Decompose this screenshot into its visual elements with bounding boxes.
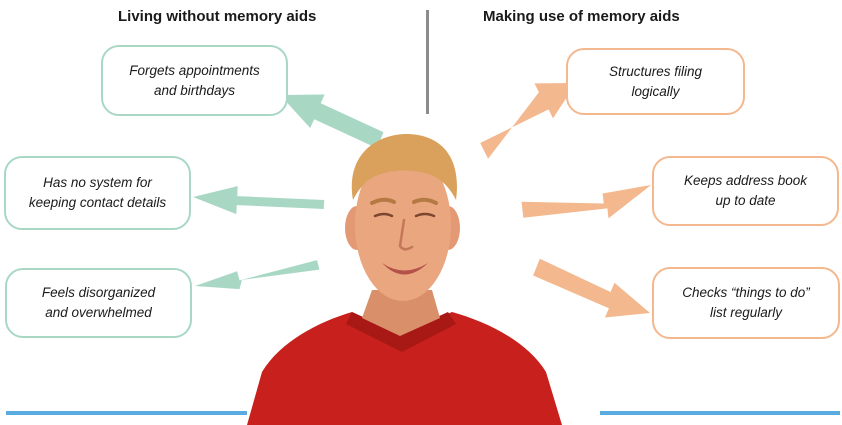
arrow-to-address: [521, 185, 651, 219]
eyes: [373, 212, 436, 218]
heading-without-memory-aids: Living without memory aids: [118, 8, 317, 25]
arrow-to-checks: [533, 258, 650, 318]
neck: [362, 290, 440, 336]
arrow-to-no-system: [193, 186, 325, 215]
smile: [382, 263, 428, 275]
center-divider: [426, 10, 429, 114]
bottom-rule-left: [6, 411, 247, 415]
bubble-structures-filing: Structures filing logically: [566, 48, 745, 115]
eyebrows: [370, 197, 438, 205]
red-polo-shirt: [247, 312, 562, 425]
bottom-rule-right: [600, 411, 840, 415]
bubble-keeps-address-book: Keeps address book up to date: [652, 156, 839, 226]
arrow-to-forgets: [280, 94, 384, 149]
bubble-feels-disorganized: Feels disorganized and overwhelmed: [5, 268, 192, 338]
nose: [398, 218, 414, 251]
arrow-to-filing: [480, 83, 576, 159]
arrow-to-feels: [195, 260, 320, 290]
bubble-forgets-appointments: Forgets appointments and birthdays: [101, 45, 288, 116]
heading-with-memory-aids: Making use of memory aids: [483, 8, 680, 25]
hair: [351, 133, 457, 200]
bubble-checks-todo-list: Checks “things to do” list regularly: [652, 267, 840, 339]
bubble-no-contact-system: Has no system for keeping contact detail…: [4, 156, 191, 230]
